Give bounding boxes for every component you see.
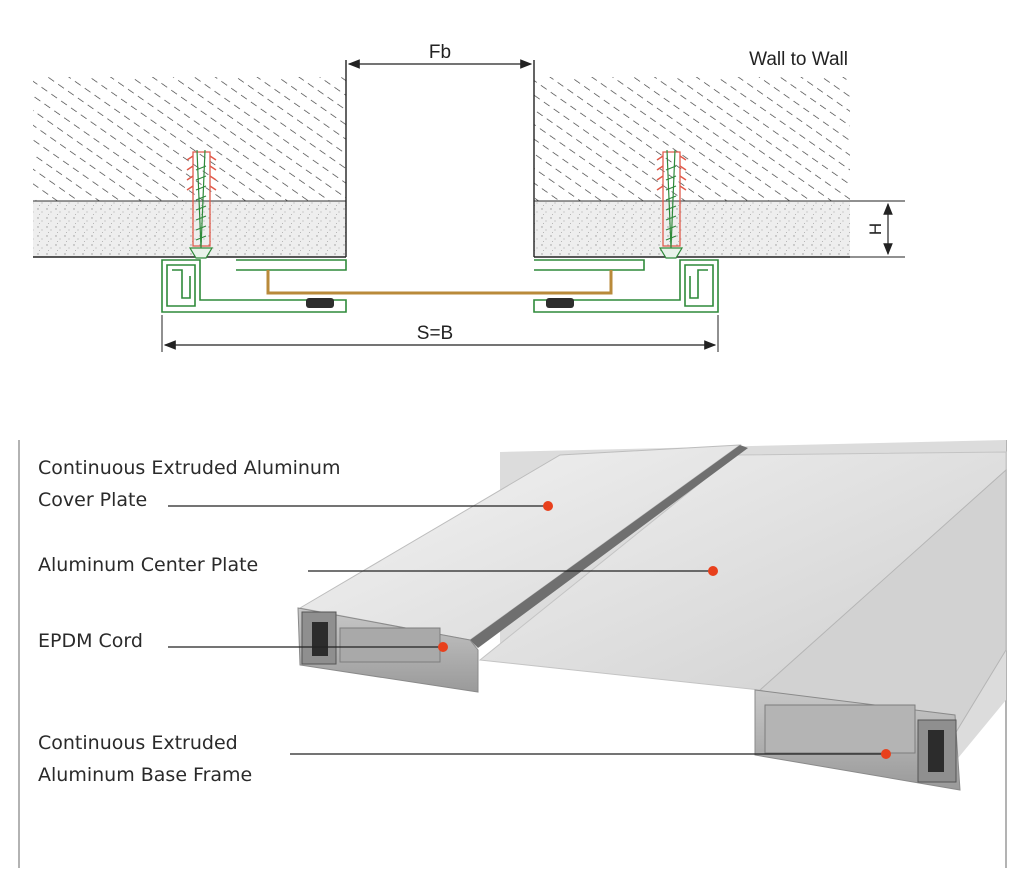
product-view: Continuous Extruded Aluminum Cover Plate… xyxy=(18,440,1007,868)
right-seal xyxy=(546,298,574,308)
h-label: H xyxy=(866,223,885,235)
right-wall-hatch xyxy=(534,77,850,201)
right-profile-cavity xyxy=(764,704,916,754)
right-screed-layer xyxy=(534,201,850,257)
left-screed-layer xyxy=(33,201,346,257)
marker-epdm-cord xyxy=(438,642,448,652)
section-drawing: Fb H S=B Wall to Wall xyxy=(33,42,905,352)
left-profile-cavity xyxy=(339,627,441,663)
callout-base-frame-line2: Aluminum Base Frame xyxy=(38,764,252,786)
callout-cover-plate-line1: Continuous Extruded Aluminum xyxy=(38,457,340,479)
marker-cover-plate xyxy=(543,501,553,511)
fb-label: Fb xyxy=(429,42,451,63)
left-seal xyxy=(306,298,334,308)
wall-to-wall-title: Wall to Wall xyxy=(749,49,848,70)
right-profile-clip-inner xyxy=(928,730,944,772)
callout-base-frame-line1: Continuous Extruded xyxy=(38,732,238,754)
left-plate-edge xyxy=(470,445,748,648)
left-profile-clip-inner xyxy=(312,622,328,656)
right-base-frame-profile xyxy=(533,259,719,313)
left-base-frame-profile xyxy=(161,259,347,313)
callout-center-plate: Aluminum Center Plate xyxy=(38,554,258,576)
callout-cover-plate-line2: Cover Plate xyxy=(38,489,147,511)
marker-center-plate xyxy=(708,566,718,576)
marker-base-frame xyxy=(881,749,891,759)
right-anchor-screw xyxy=(656,149,687,259)
callout-epdm-cord: EPDM Cord xyxy=(38,630,143,652)
left-wall-hatch xyxy=(33,77,346,201)
center-cover-plate xyxy=(266,270,613,295)
left-anchor-screw xyxy=(186,149,217,259)
sb-label: S=B xyxy=(417,323,453,344)
